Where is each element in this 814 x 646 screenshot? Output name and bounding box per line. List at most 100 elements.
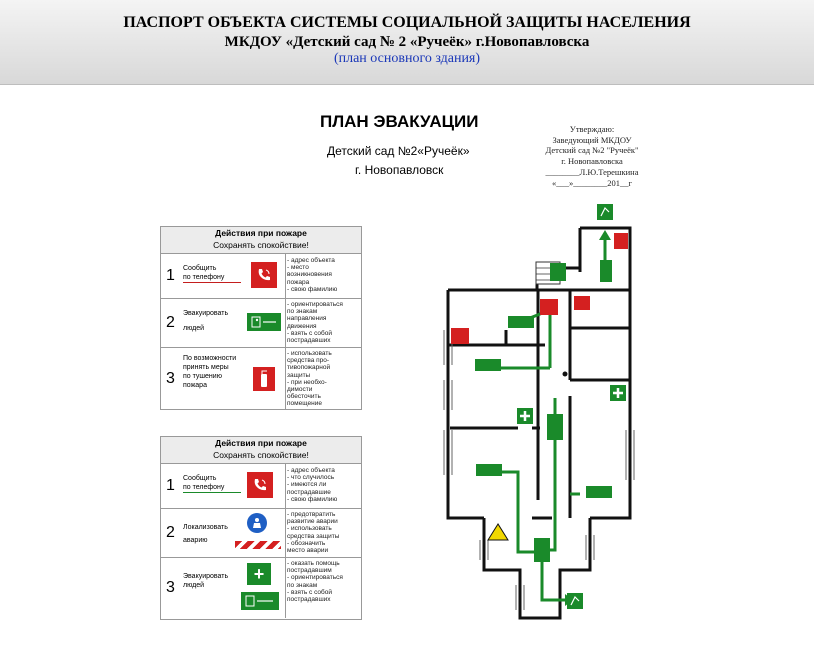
desc-line: - взять с собой	[287, 588, 332, 596]
extinguisher-icon	[253, 367, 275, 391]
panel-header: Действия при пожаре Сохранять спокойстви…	[161, 227, 361, 254]
action-row: 1 Сообщить по телефону - адрес объекта -…	[161, 254, 361, 299]
desc-line: защиты	[287, 371, 311, 379]
approval-line: Утверждаю:	[569, 124, 615, 134]
exit-sign-icon	[567, 593, 583, 609]
step-label: Сообщить по телефону	[183, 474, 241, 493]
approval-line: «___»________201__г	[552, 177, 632, 188]
desc-line: - ориентироваться	[287, 301, 343, 308]
exit-icon	[241, 592, 279, 610]
row-divider	[285, 558, 286, 618]
desc-line: пострадавшим	[287, 567, 332, 575]
step-number: 1	[166, 477, 175, 494]
step-label-line: принять меры	[183, 364, 229, 371]
desc-line: - при необхо-	[287, 378, 327, 386]
page-header: ПАСПОРТ ОБЪЕКТА СИСТЕМЫ СОЦИАЛЬНОЙ ЗАЩИТ…	[0, 0, 814, 85]
step-label-line: по телефону	[183, 484, 225, 491]
desc-line: по знакам	[287, 581, 318, 589]
desc-line: направления	[287, 315, 327, 323]
desc-line: - оказать помощь	[287, 560, 340, 567]
desc-line: пострадавших	[287, 337, 331, 345]
step-description: - адрес объекта - что случилось - имеютс…	[287, 467, 359, 503]
step-number: 2	[166, 524, 175, 541]
panel-subtitle: Сохранять спокойствие!	[213, 450, 309, 460]
desc-line: - свою фамилию	[287, 285, 338, 293]
panel-title: Действия при пожаре	[215, 228, 307, 238]
desc-line: развитие аварии	[287, 518, 338, 526]
desc-line: движения	[287, 322, 317, 330]
step-label-line: аварию	[183, 537, 208, 544]
step-label-line: Локализовать	[183, 524, 228, 531]
step-description: - использовать средства про- тивопожарно…	[287, 350, 359, 408]
exit-sign-icon	[534, 538, 550, 562]
fire-actions-panel: Действия при пожаре Сохранять спокойстви…	[160, 226, 362, 410]
step-label-line: пожара	[183, 382, 207, 389]
desc-line: средства защиты	[287, 532, 340, 540]
desc-line: помещение	[287, 400, 322, 408]
action-row: 2 Локализовать аварию - предотвратить ра…	[161, 509, 361, 558]
approval-block: Утверждаю: Заведующий МКДОУ Детский сад …	[532, 124, 652, 188]
phone-icon	[251, 262, 277, 288]
plan-subtitle: Детский сад №2«Ручеёк»	[327, 144, 470, 158]
panel-header: Действия при пожаре Сохранять спокойстви…	[161, 437, 361, 464]
desc-line: тивопожарной	[287, 364, 331, 372]
desc-line: - место	[287, 264, 309, 272]
desc-line: - использовать	[287, 525, 332, 533]
exit-icon	[247, 313, 281, 331]
phone-icon	[451, 328, 469, 344]
hazard-barrier-icon	[235, 541, 281, 549]
building-walls	[446, 226, 632, 620]
extinguisher-icon	[614, 233, 628, 249]
desc-line: - адрес объекта	[287, 467, 335, 474]
desc-line: место аварии	[287, 547, 329, 555]
desc-line: - взять с собой	[287, 329, 332, 337]
step-label: Эвакуировать людей	[183, 309, 241, 333]
desc-line: - имеются ли	[287, 481, 327, 489]
step-number: 3	[166, 579, 175, 596]
desc-line: пострадавших	[287, 596, 331, 604]
step-description: - адрес объекта - место возникновения по…	[287, 257, 359, 293]
route-arrow-icon	[599, 230, 611, 240]
desc-line: - ориентироваться	[287, 574, 343, 582]
approval-line: Заведующий МКДОУ	[552, 134, 632, 145]
phone-icon	[540, 299, 558, 315]
evacuation-floor-plan	[443, 204, 635, 620]
desc-line: обесточить	[287, 393, 321, 401]
step-description: - оказать помощь пострадавшим - ориентир…	[287, 560, 359, 603]
step-number: 1	[166, 267, 175, 284]
desc-line: пожара	[287, 278, 310, 286]
step-label-line: По возможности	[183, 355, 237, 362]
desc-line: средства про-	[287, 357, 330, 365]
exit-sign-icon	[476, 464, 502, 476]
exit-sign-icon	[547, 414, 563, 440]
header-org: МКДОУ «Детский сад № 2 «Ручеёк» г.Новопа…	[224, 34, 590, 50]
action-row: 3 По возможности принять меры по тушению…	[161, 348, 361, 410]
step-label-line: по телефону	[183, 274, 225, 281]
desc-line: димости	[287, 386, 313, 394]
step-label-line: людей	[183, 582, 205, 589]
row-divider	[285, 464, 286, 508]
step-label: По возможности принять меры по тушению п…	[183, 354, 247, 390]
desc-line: - использовать	[287, 350, 332, 357]
action-row: 2 Эвакуировать людей - ориентироваться п…	[161, 299, 361, 348]
emergency-actions-panel: Действия при пожаре Сохранять спокойстви…	[160, 436, 362, 620]
desc-line: - предотвратить	[287, 511, 336, 518]
action-row: 1 Сообщить по телефону - адрес объекта -…	[161, 464, 361, 509]
approval-line: г. Новопавловска	[561, 156, 623, 167]
desc-line: возникновения	[287, 271, 332, 279]
plan-city: г. Новопавловск	[355, 163, 444, 177]
exit-sign-icon	[475, 359, 501, 371]
exit-sign-icon	[550, 263, 566, 281]
first-aid-icon: +	[247, 563, 271, 585]
step-label: Сообщить по телефону	[183, 264, 241, 283]
step-label-line: Эвакуировать	[183, 310, 229, 317]
step-label-line: Сообщить	[183, 475, 217, 482]
location-marker	[562, 371, 568, 377]
plan-title: ПЛАН ЭВАКУАЦИИ	[320, 112, 479, 131]
header-title: ПАСПОРТ ОБЪЕКТА СИСТЕМЫ СОЦИАЛЬНОЙ ЗАЩИТ…	[123, 14, 691, 31]
step-label-line: Сообщить	[183, 265, 217, 272]
row-divider	[285, 348, 286, 410]
step-number: 3	[166, 370, 175, 387]
desc-line: - обозначить	[287, 539, 326, 547]
desc-line: - свою фамилию	[287, 495, 338, 503]
